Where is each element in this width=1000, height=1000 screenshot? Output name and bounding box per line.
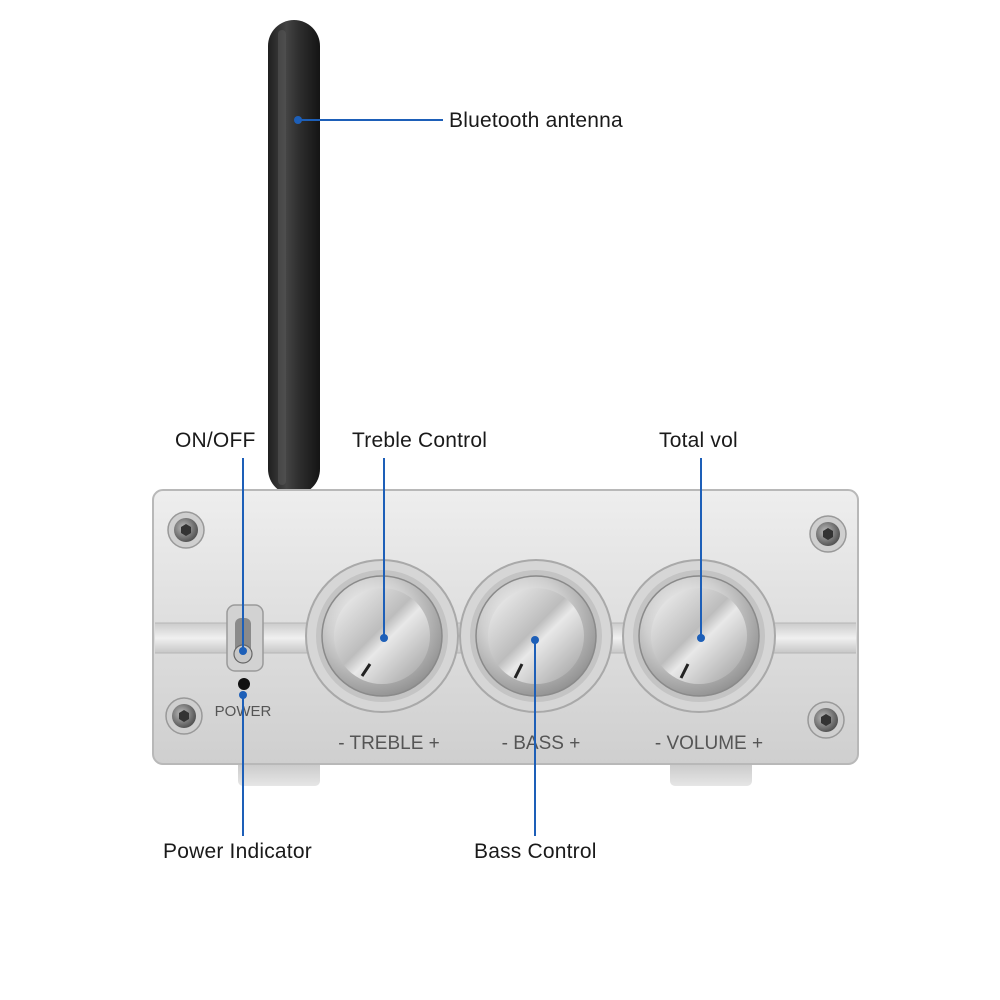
leader-dot-antenna: [294, 116, 302, 124]
screw: [807, 701, 845, 739]
screw: [165, 697, 203, 735]
screw: [809, 515, 847, 553]
screw: [167, 511, 205, 549]
leader-dot-totalvol: [697, 634, 705, 642]
callout-bluetooth-antenna: Bluetooth antenna: [449, 109, 623, 132]
leader-lines: [239, 116, 705, 836]
bass-knob[interactable]: [459, 559, 613, 713]
leader-dot-treble: [380, 634, 388, 642]
callout-power-indicator: Power Indicator: [163, 840, 312, 863]
bluetooth-antenna: [268, 20, 320, 495]
power-indicator-led: [238, 678, 250, 690]
panel-label-bass: - BASS +: [502, 733, 581, 754]
callout-on-off: ON/OFF: [175, 429, 256, 452]
panel-label-volume: - VOLUME +: [655, 733, 763, 754]
callout-treble-control: Treble Control: [352, 429, 488, 452]
leader-dot-onoff: [239, 647, 247, 655]
power-switch[interactable]: [226, 604, 264, 672]
leader-dot-power: [239, 691, 247, 699]
treble-knob[interactable]: [305, 559, 459, 713]
panel-label-treble: - TREBLE +: [338, 733, 440, 754]
callout-total-vol: Total vol: [659, 429, 738, 452]
leader-dot-bass: [531, 636, 539, 644]
callout-bass-control: Bass Control: [474, 840, 597, 863]
